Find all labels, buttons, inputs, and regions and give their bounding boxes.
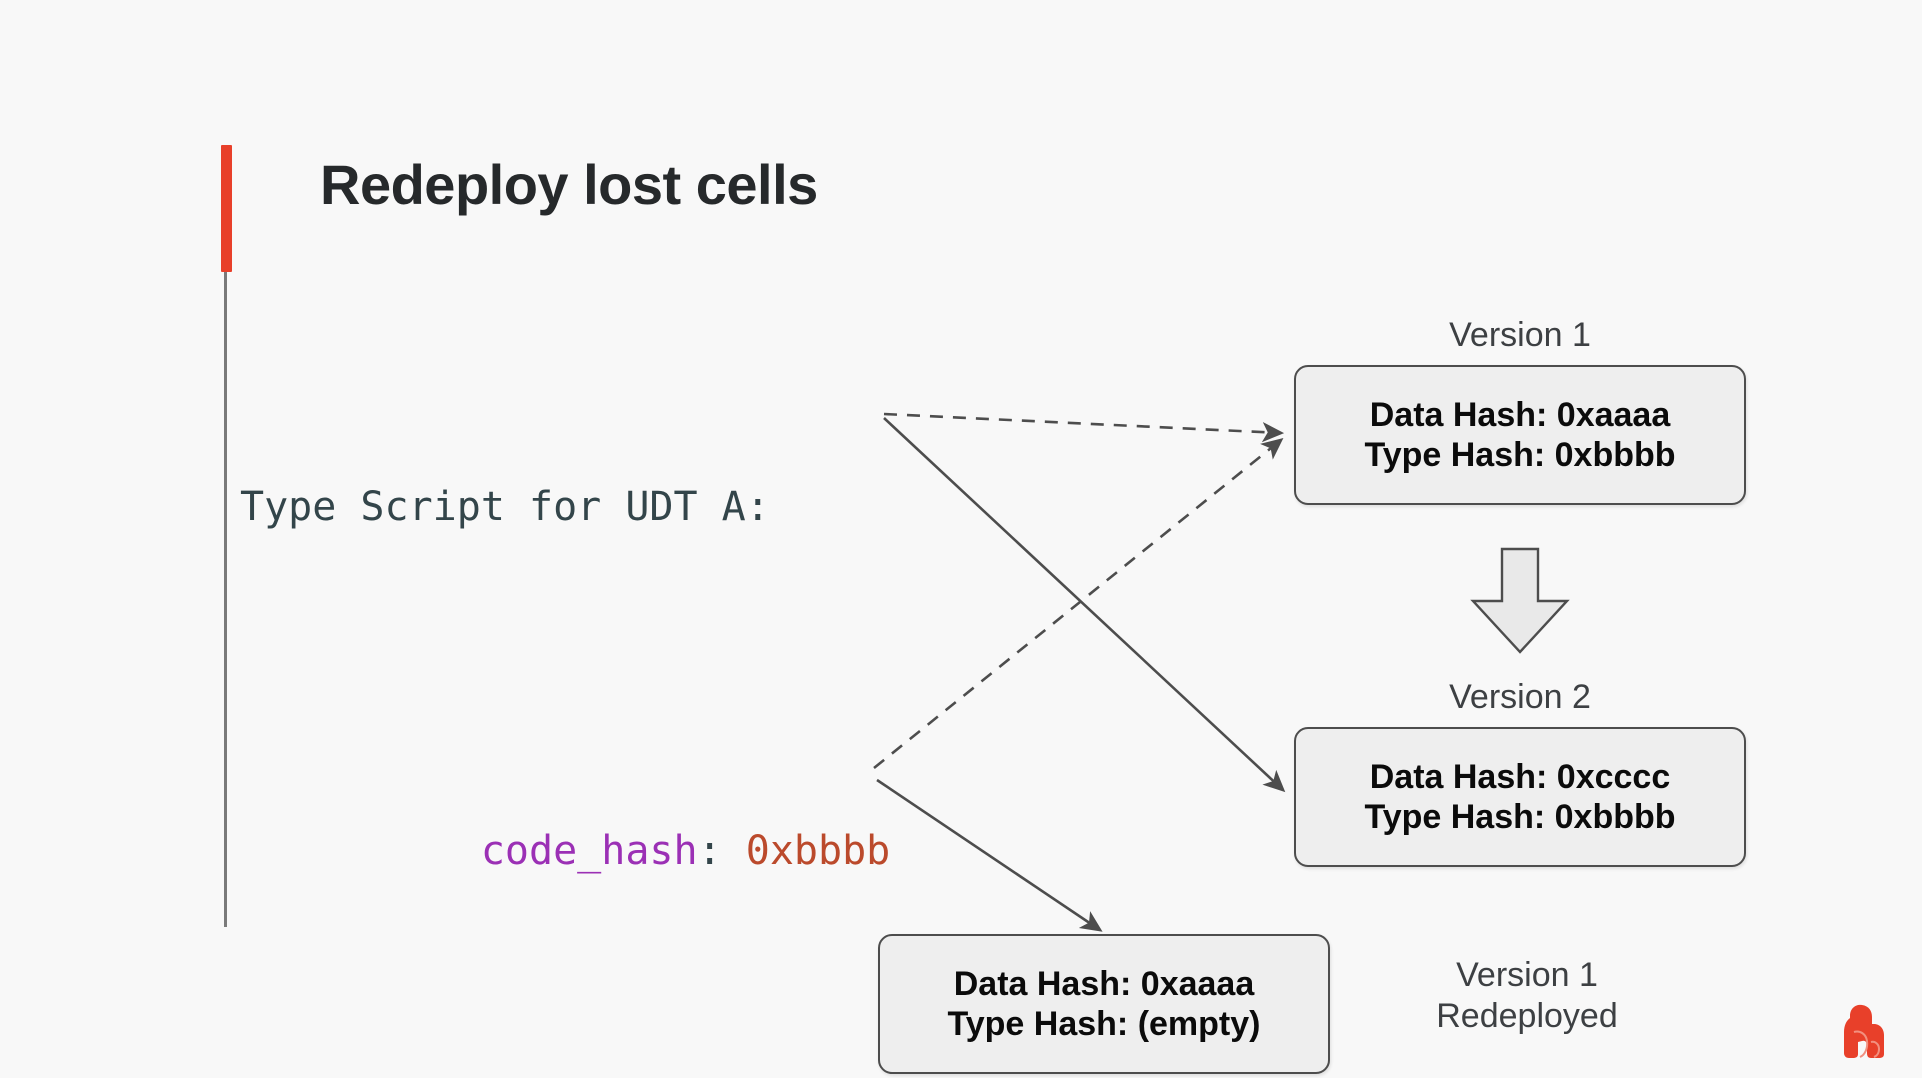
- page-title: Redeploy lost cells: [320, 153, 818, 216]
- code-block: Type Script for UDT A: code_hash: 0xbbbb…: [240, 292, 890, 1078]
- code-key-a-code-hash: code_hash: [480, 828, 698, 874]
- redeployed-data-hash: Data Hash: 0xaaaa: [953, 964, 1255, 1003]
- version-2-data-hash: Data Hash: 0xcccc: [1369, 757, 1671, 796]
- connector-bbbb-to-version1: [883, 412, 1285, 443]
- connector-bbbb-to-version2: [883, 417, 1286, 793]
- redeployed-cell-box: Data Hash: 0xaaaa Type Hash: (empty): [878, 934, 1330, 1074]
- code-sep: :: [697, 828, 746, 874]
- content-vertical-rule: [224, 272, 227, 927]
- code-value-a-code-hash: 0xbbbb: [745, 828, 891, 874]
- code-field-a-code-hash: code_hash: 0xbbbb: [240, 722, 890, 980]
- code-header-udt-a: Type Script for UDT A:: [240, 484, 770, 530]
- title-accent-bar: [221, 145, 232, 272]
- redeployed-label: Version 1 Redeployed: [1352, 955, 1702, 1038]
- version-2-type-hash: Type Hash: 0xbbbb: [1364, 798, 1676, 836]
- gorilla-logo: [1844, 1004, 1884, 1058]
- version-1-cell-box: Data Hash: 0xaaaa Type Hash: 0xbbbb: [1294, 365, 1746, 505]
- version-1-type-hash: Type Hash: 0xbbbb: [1364, 436, 1676, 474]
- version-1-label: Version 1: [1449, 316, 1591, 354]
- redeployed-label-line2: Redeployed: [1436, 997, 1618, 1036]
- version-1-data-hash: Data Hash: 0xaaaa: [1369, 395, 1671, 434]
- connector-aaaa-to-version1: [873, 438, 1284, 770]
- redeployed-label-line1: Version 1: [1456, 956, 1598, 994]
- block-down-arrow-icon: [1470, 547, 1570, 654]
- version-2-cell-box: Data Hash: 0xcccc Type Hash: 0xbbbb: [1294, 727, 1746, 867]
- redeployed-type-hash: Type Hash: (empty): [947, 1005, 1261, 1043]
- version-2-label: Version 2: [1449, 678, 1591, 716]
- connector-aaaa-to-redeployed: [876, 778, 1103, 932]
